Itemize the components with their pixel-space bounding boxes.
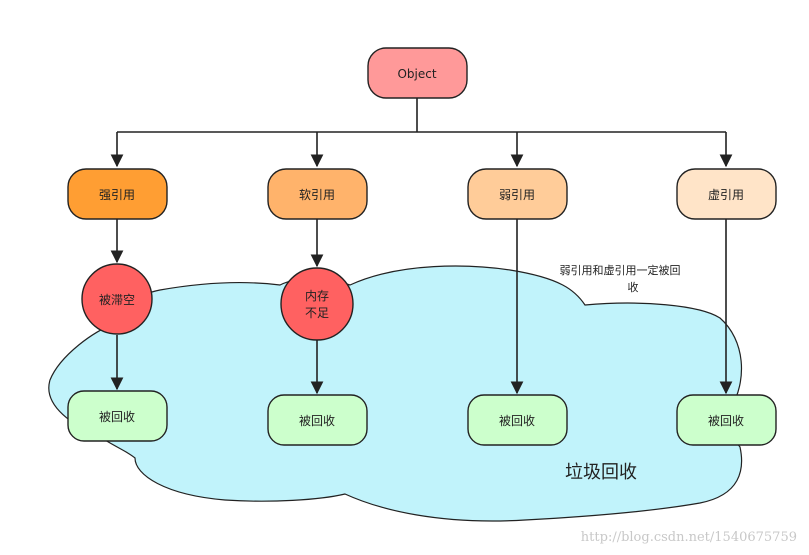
- node-set-null-label: 被滞空: [99, 293, 135, 307]
- node-collected-label: 被回收: [299, 414, 335, 428]
- node-memory-low-line2: 不足: [305, 306, 329, 320]
- cloud-label: 垃圾回收: [565, 462, 637, 483]
- node-phantom-reference: 虚引用: [676, 168, 777, 220]
- node-object-label: Object: [397, 67, 436, 81]
- node-memory-low-line1: 内存: [305, 289, 329, 303]
- node-collected-label: 被回收: [499, 414, 535, 428]
- node-collected-soft: 被回收: [267, 394, 368, 446]
- node-object: Object: [367, 47, 468, 99]
- node-strong-reference-label: 强引用: [99, 188, 135, 202]
- node-weak-reference-label: 弱引用: [499, 188, 535, 202]
- node-collected-label: 被回收: [708, 414, 744, 428]
- node-memory-low: 内存 不足: [280, 267, 354, 341]
- watermark-text: http://blog.csdn.net/1540675759: [581, 530, 797, 545]
- node-weak-reference: 弱引用: [467, 168, 568, 220]
- node-collected-strong: 被回收: [67, 390, 168, 442]
- node-strong-reference: 强引用: [67, 168, 168, 220]
- node-set-null: 被滞空: [81, 263, 153, 335]
- annotation-line2: 收: [628, 280, 639, 294]
- node-soft-reference: 软引用: [267, 168, 368, 220]
- node-collected-label: 被回收: [99, 410, 135, 424]
- node-collected-phantom: 被回收: [676, 394, 777, 446]
- annotation-line1: 弱引用和虚引用一定被回: [560, 263, 681, 277]
- node-soft-reference-label: 软引用: [299, 188, 335, 202]
- node-phantom-reference-label: 虚引用: [708, 188, 744, 202]
- node-collected-weak: 被回收: [467, 394, 568, 446]
